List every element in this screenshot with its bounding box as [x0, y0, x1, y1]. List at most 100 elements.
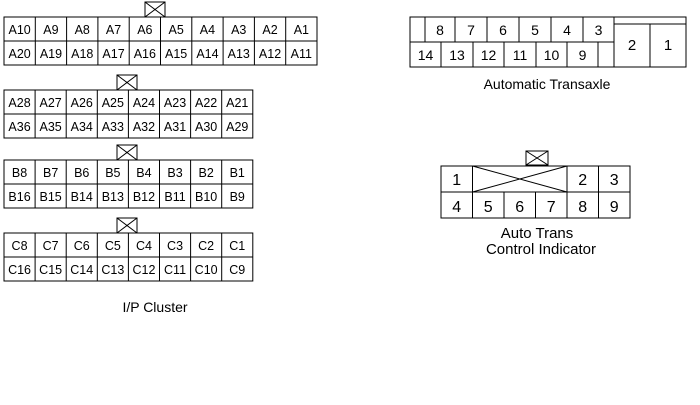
auto-trans-indicator-connector: 1 2 3 4 5 6 7 8 9 [440, 150, 631, 219]
automatic-transaxle-connector: 8 7 6 5 4 3 14 13 12 11 10 9 2 1 [409, 16, 687, 68]
pin-label: C15 [39, 263, 62, 277]
pin-label: C13 [101, 263, 124, 277]
pin-label: A1 [294, 23, 309, 37]
latch-icon-diag [116, 144, 138, 161]
pin-label: A11 [291, 47, 312, 61]
pin-label: 6 [499, 22, 507, 38]
pin-label: C6 [74, 239, 90, 253]
pin-label: 14 [418, 47, 434, 63]
pin-label: A16 [134, 47, 156, 61]
pin-label: C16 [8, 263, 31, 277]
pin-label: A2 [262, 23, 277, 37]
pin-label: A10 [9, 23, 31, 37]
ip-cluster-caption: I/P Cluster [122, 299, 187, 315]
pin-label: C3 [167, 239, 183, 253]
pin-label: A14 [196, 47, 218, 61]
pin-label: A4 [200, 23, 215, 37]
pin-label: C5 [105, 239, 121, 253]
pin-label: 4 [563, 22, 571, 38]
pin-label: 7 [467, 22, 475, 38]
pin-label: 5 [531, 22, 539, 38]
automatic-transaxle-caption: Automatic Transaxle [484, 76, 611, 92]
pin-label: A5 [169, 23, 184, 37]
pin-label: 6 [515, 199, 524, 216]
pin-label: 1 [664, 37, 672, 54]
pin-label: 9 [579, 47, 587, 63]
pin-label: A12 [259, 47, 281, 61]
pin-label: 1 [452, 172, 461, 189]
pin-label: 3 [610, 172, 619, 189]
pin-label: C9 [229, 263, 245, 277]
pin-label: A9 [43, 23, 58, 37]
pin-label: C14 [70, 263, 93, 277]
latch-icon-diag [116, 217, 138, 234]
latch-icon-diag [144, 1, 166, 18]
pin-label: A28 [8, 96, 30, 110]
pin-label: A13 [228, 47, 250, 61]
pin-label: 8 [578, 199, 587, 216]
pin-label: B6 [74, 166, 89, 180]
pin-label: A22 [195, 96, 217, 110]
pin-label: A6 [137, 23, 152, 37]
pin-label: B14 [71, 190, 93, 204]
pin-label: A32 [133, 120, 155, 134]
pin-label: C10 [195, 263, 218, 277]
pin-label: A27 [40, 96, 62, 110]
pin-label: B9 [230, 190, 245, 204]
pin-label: A23 [164, 96, 186, 110]
pin-label: A18 [71, 47, 93, 61]
pin-label: B16 [8, 190, 30, 204]
pin-label: C2 [198, 239, 214, 253]
pin-label: B1 [230, 166, 245, 180]
pin-label: 9 [610, 199, 619, 216]
pin-label: A33 [102, 120, 124, 134]
pin-label: A7 [106, 23, 121, 37]
pin-label: C7 [43, 239, 59, 253]
pin-label: 10 [544, 47, 560, 63]
pin-label: A3 [231, 23, 246, 37]
pin-label: C11 [164, 263, 186, 277]
pin-label: B3 [167, 166, 182, 180]
pin-label: A30 [195, 120, 217, 134]
pin-label: A29 [226, 120, 248, 134]
auto-trans-indicator-caption-line1: Auto Trans [501, 225, 574, 242]
pin-label: 13 [449, 47, 465, 63]
pin-label: B13 [102, 190, 124, 204]
pin-label: A24 [133, 96, 155, 110]
pin-label: 11 [513, 47, 528, 63]
pin-label: 2 [628, 37, 636, 54]
pin-label: A36 [8, 120, 30, 134]
pin-label: 3 [595, 22, 603, 38]
pin-label: A19 [40, 47, 62, 61]
pin-label: C4 [136, 239, 152, 253]
auto-trans-indicator-caption-line2: Control Indicator [486, 241, 596, 258]
pin-label: A21 [226, 96, 248, 110]
pin-label: 4 [452, 199, 461, 216]
pin-label: A20 [9, 47, 31, 61]
pin-label: B10 [195, 190, 217, 204]
pin-label: B11 [164, 190, 185, 204]
pin-label: A26 [71, 96, 93, 110]
pin-label: B12 [133, 190, 155, 204]
pin-label: 12 [481, 47, 497, 63]
pin-label: A35 [40, 120, 62, 134]
pin-label: A17 [102, 47, 124, 61]
pin-label: B2 [199, 166, 214, 180]
pin-label: B7 [43, 166, 58, 180]
pin-label: B15 [40, 190, 62, 204]
pin-label: B4 [136, 166, 151, 180]
pin-label: 7 [547, 199, 556, 216]
pin-label: A25 [102, 96, 124, 110]
latch-icon-diag [525, 150, 549, 166]
pin-label: A8 [75, 23, 90, 37]
pin-label: 5 [484, 199, 493, 216]
pin-label: 2 [578, 172, 587, 189]
pin-label: 8 [436, 22, 444, 38]
pin-label: A15 [165, 47, 187, 61]
